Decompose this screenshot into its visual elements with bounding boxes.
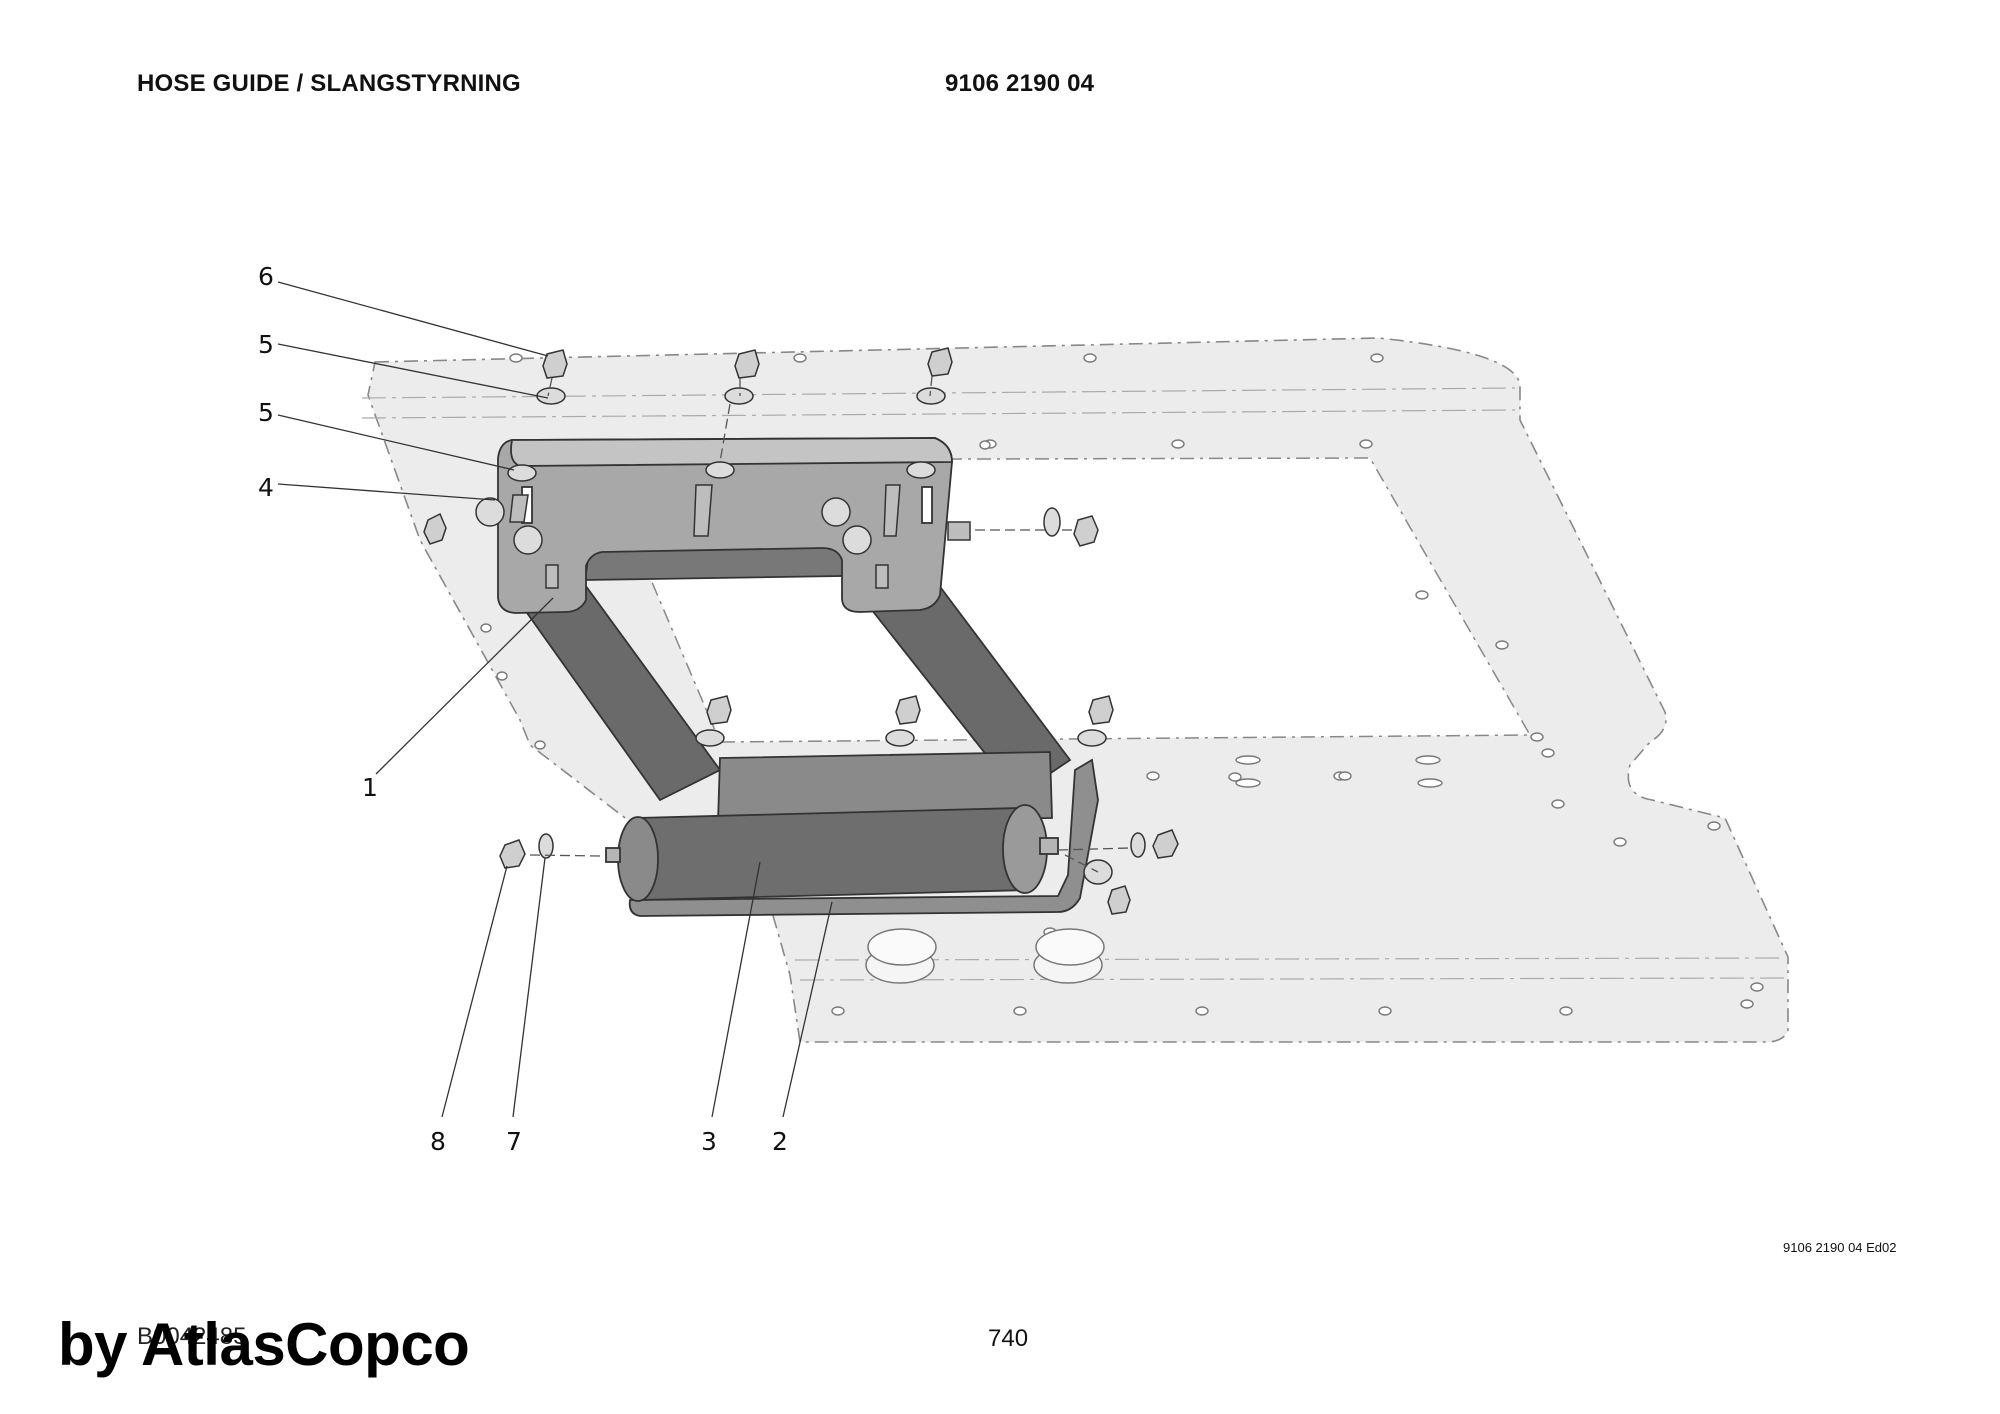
document-reference: B0042485 [137, 1323, 247, 1350]
explode-lines [529, 375, 1131, 873]
callout-4: 4 [258, 473, 274, 502]
callout-7: 7 [506, 1127, 522, 1156]
callout-1: 1 [362, 773, 378, 802]
watermark: by AtlasCopco [58, 1311, 470, 1378]
part-number: 9106 2190 04 [945, 70, 1095, 97]
leader-lines [277, 281, 833, 1118]
page-number: 740 [988, 1325, 1029, 1352]
roller [605, 804, 1059, 902]
fasteners [423, 347, 1179, 915]
callout-3: 3 [701, 1127, 717, 1156]
plate-holes [480, 353, 1764, 1016]
document-title: HOSE GUIDE / SLANGSTYRNING [137, 70, 521, 97]
edition-label: 9106 2190 04 Ed02 [1783, 1240, 1897, 1255]
callout-8: 8 [430, 1127, 446, 1156]
hose-guide-frame [497, 437, 1099, 917]
callout-2: 2 [772, 1127, 788, 1156]
callout-5-upper: 5 [258, 330, 274, 359]
callout-5-lower: 5 [258, 398, 274, 427]
callout-6: 6 [258, 262, 274, 291]
hose-ports [865, 928, 1105, 984]
